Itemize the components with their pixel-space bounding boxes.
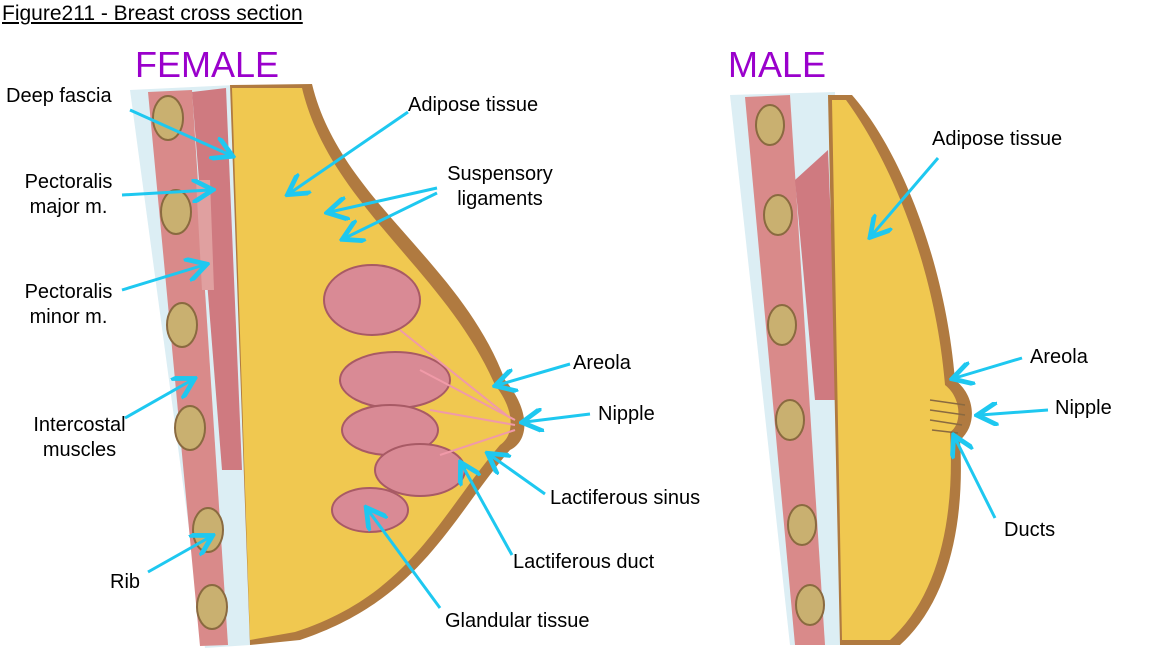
female-glandular-tissue [323, 264, 466, 533]
label-lactiferous-duct: Lactiferous duct [513, 551, 655, 573]
female-ribs [152, 95, 228, 630]
label-pectoralis-minor: Pectoralis minor m. [16, 280, 121, 330]
figure-title: Figure211 - Breast cross section [2, 2, 303, 25]
label-line: minor m. [29, 306, 108, 328]
label-glandular-tissue: Glandular tissue [445, 610, 590, 632]
label-line: muscles [42, 439, 117, 461]
male-adipose [832, 100, 959, 640]
male-cross-section [730, 92, 972, 645]
label-suspensory-ligaments: Suspensory ligaments [435, 162, 565, 212]
label-rib: Rib [110, 571, 141, 593]
label-deep-fascia: Deep fascia [6, 85, 112, 107]
label-lactiferous-sinus: Lactiferous sinus [550, 487, 701, 509]
label-ducts: Ducts [1004, 519, 1056, 541]
female-cross-section [130, 84, 525, 648]
label-line: Pectoralis [24, 171, 113, 193]
male-ribs [755, 104, 825, 626]
label-nipple-female: Nipple [598, 403, 655, 425]
label-pectoralis-major: Pectoralis major m. [16, 170, 121, 220]
label-line: major m. [29, 196, 108, 218]
pointer-arrows [121, 108, 1049, 609]
label-areola-male: Areola [1030, 346, 1088, 368]
label-nipple-male: Nipple [1055, 397, 1112, 419]
label-line: Suspensory [447, 163, 553, 185]
label-adipose-male: Adipose tissue [932, 128, 1063, 150]
label-intercostal-muscles: Intercostal muscles [22, 413, 137, 463]
male-heading: MALE [728, 44, 827, 85]
label-adipose-female: Adipose tissue [408, 94, 539, 116]
female-heading: FEMALE [135, 44, 280, 85]
label-areola-female: Areola [573, 352, 631, 374]
female-lactiferous-ducts [399, 329, 516, 456]
label-line: ligaments [457, 188, 543, 210]
label-line: Pectoralis [24, 281, 113, 303]
label-line: Intercostal [33, 414, 126, 436]
male-pectoralis [795, 150, 838, 400]
